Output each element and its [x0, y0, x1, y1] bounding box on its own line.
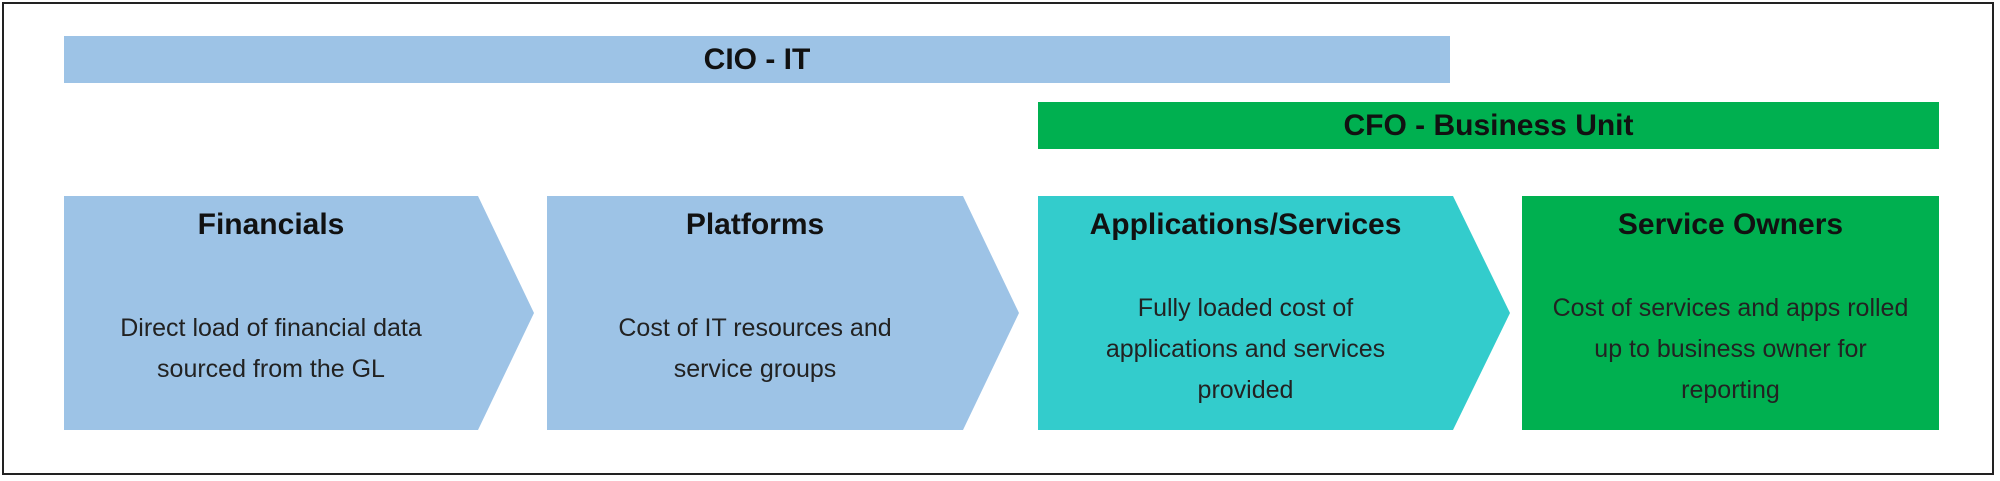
cio-it-label: CIO - IT — [703, 42, 811, 76]
stage-applications-services-title: Applications/Services — [1089, 208, 1402, 241]
stage-financials-title: Financials — [197, 208, 345, 241]
cfo-business-unit-label: CFO - Business Unit — [1343, 108, 1634, 142]
stage-financials-description: Direct load of financial data sourced fr… — [120, 314, 422, 383]
stage-applications-services-description: Fully loaded cost of applications and se… — [1105, 293, 1386, 404]
stage-applications-services-shape — [1038, 196, 1510, 430]
stage-platforms-shape — [547, 196, 1019, 430]
diagram-frame — [2, 2, 1994, 475]
stage-financials-shape — [64, 196, 534, 430]
stage-service-owners-shape — [1522, 196, 1939, 430]
stage-service-owners-description: Cost of services and apps rolled up to b… — [1552, 293, 1909, 404]
stage-platforms-description: Cost of IT resources and service groups — [618, 314, 892, 383]
stage-service-owners-title: Service Owners — [1617, 208, 1844, 241]
cio-it-bar: CIO - IT — [64, 36, 1450, 83]
stage-platforms-title: Platforms — [685, 208, 825, 241]
cfo-business-unit-bar: CFO - Business Unit — [1038, 102, 1939, 149]
